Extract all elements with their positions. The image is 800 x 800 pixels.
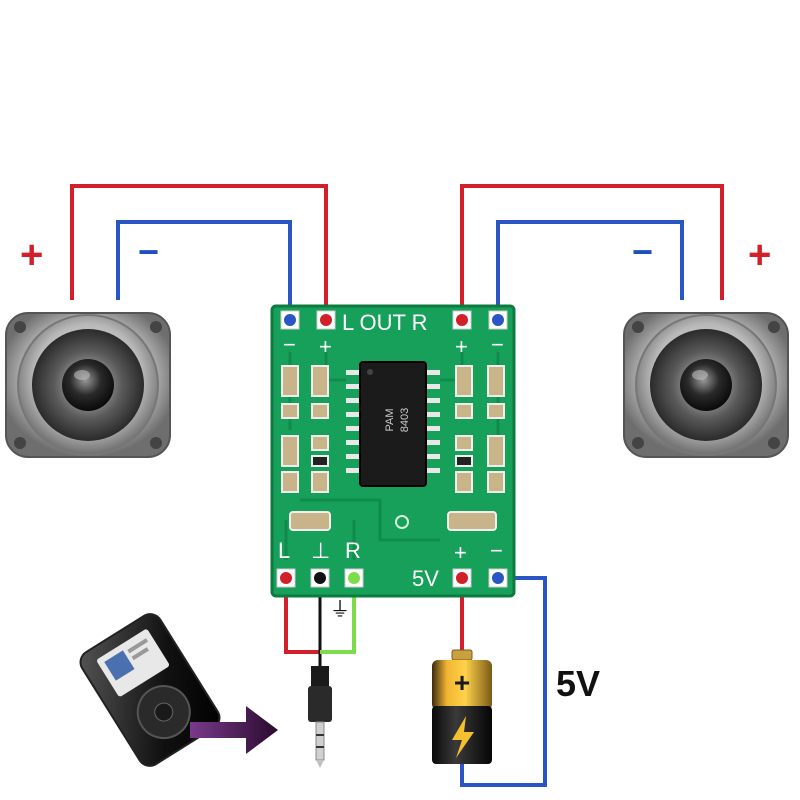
ground-symbol: ⏚ bbox=[330, 599, 350, 621]
battery-icon: + bbox=[432, 649, 492, 764]
input-capacitor bbox=[289, 511, 331, 531]
power-label: 5V bbox=[412, 566, 439, 591]
arrow-right-icon bbox=[190, 706, 278, 754]
amplifier-board: PAM 8403 L OUT R − + + − L ⊥ R + − 5V bbox=[270, 304, 516, 598]
wire-right-speaker-plus bbox=[460, 184, 724, 318]
left-out-plus-label: + bbox=[319, 334, 332, 359]
input-ground-label: ⊥ bbox=[311, 538, 330, 563]
left-speaker-plus-sign: + bbox=[20, 233, 43, 277]
wire-right-speaker-minus bbox=[496, 220, 684, 318]
input-pads bbox=[276, 568, 508, 588]
left-components bbox=[281, 365, 329, 493]
wire-power-minus bbox=[460, 576, 547, 787]
output-pads bbox=[280, 310, 508, 330]
left-speaker-minus-sign: − bbox=[138, 231, 159, 272]
input-left-label: L bbox=[278, 538, 290, 563]
mp3-player-icon bbox=[79, 613, 221, 767]
audio-jack-icon bbox=[308, 666, 332, 768]
battery-plus-sign: + bbox=[454, 667, 470, 698]
chip-marking-2: 8403 bbox=[399, 408, 411, 432]
power-plus-label: + bbox=[454, 540, 467, 565]
output-label: L OUT R bbox=[342, 310, 428, 335]
right-out-minus-label: − bbox=[491, 332, 504, 357]
wire-input-right bbox=[320, 578, 356, 654]
right-out-plus-label: + bbox=[455, 334, 468, 359]
left-out-minus-label: − bbox=[283, 332, 296, 357]
power-capacitor bbox=[447, 511, 497, 531]
wire-left-speaker-minus bbox=[116, 220, 292, 318]
right-speaker-icon bbox=[623, 312, 789, 458]
wire-input-left bbox=[284, 578, 320, 654]
chip-marking-1: PAM bbox=[384, 408, 396, 431]
right-speaker-minus-sign: − bbox=[632, 231, 653, 272]
supply-voltage-label: 5V bbox=[556, 663, 600, 704]
right-speaker-plus-sign: + bbox=[748, 233, 771, 277]
input-right-label: R bbox=[345, 538, 361, 563]
left-speaker-icon bbox=[5, 312, 171, 458]
power-minus-label: − bbox=[490, 538, 503, 563]
wire-left-speaker-plus bbox=[70, 184, 328, 318]
right-components bbox=[455, 365, 505, 493]
amplifier-chip: PAM 8403 bbox=[346, 361, 440, 487]
